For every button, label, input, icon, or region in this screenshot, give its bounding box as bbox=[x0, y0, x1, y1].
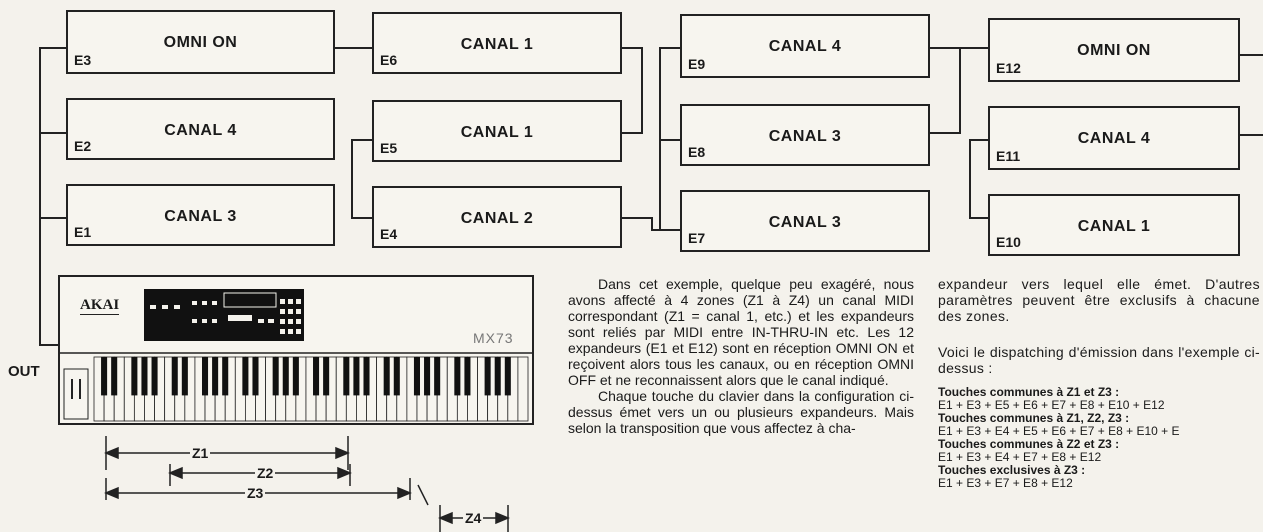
black-key bbox=[282, 357, 289, 396]
black-key bbox=[111, 357, 118, 396]
black-key bbox=[424, 357, 431, 396]
black-key bbox=[353, 357, 360, 396]
black-key bbox=[343, 357, 350, 396]
black-key bbox=[242, 357, 249, 396]
black-key bbox=[201, 357, 209, 396]
expander-e2: CANAL 4 E2 bbox=[66, 98, 335, 160]
black-key bbox=[383, 357, 390, 396]
black-key bbox=[464, 357, 471, 396]
expander-mode: OMNI ON bbox=[1077, 42, 1151, 59]
expander-e5: CANAL 1 E5 bbox=[372, 100, 622, 162]
black-key bbox=[212, 357, 219, 396]
dispatch-heading: Touches communes à Z1 et Z3 : bbox=[938, 385, 1120, 399]
keyboard-illustration: AKAI MX73 bbox=[58, 275, 534, 425]
expander-mode: CANAL 3 bbox=[164, 208, 237, 225]
dispatch-line: E1 + E3 + E7 + E8 + E12 bbox=[938, 476, 1073, 490]
expander-id: E1 bbox=[74, 224, 92, 240]
black-key bbox=[131, 357, 138, 396]
black-key bbox=[454, 357, 461, 396]
expander-id: E9 bbox=[688, 56, 706, 72]
dispatch-line: E1 + E3 + E5 + E6 + E7 + E8 + E10 + E12 bbox=[938, 399, 1165, 412]
black-key bbox=[363, 357, 370, 396]
black-key bbox=[323, 357, 330, 396]
black-key bbox=[141, 357, 148, 396]
black-key bbox=[313, 357, 320, 396]
expander-e10: CANAL 1 E10 bbox=[988, 194, 1240, 256]
black-key bbox=[413, 357, 421, 396]
expander-id: E3 bbox=[74, 52, 92, 68]
expander-id: E12 bbox=[996, 60, 1021, 76]
expander-id: E7 bbox=[688, 230, 706, 246]
black-key bbox=[393, 357, 400, 396]
black-key bbox=[151, 357, 158, 396]
black-key bbox=[272, 357, 279, 396]
black-key bbox=[292, 357, 299, 396]
paragraph: expandeur vers lequel elle émet. D'autre… bbox=[938, 276, 1260, 324]
expander-mode: CANAL 3 bbox=[768, 128, 842, 145]
black-key bbox=[484, 357, 491, 396]
dispatch-heading: Touches communes à Z1, Z2, Z3 : bbox=[938, 411, 1130, 425]
black-key bbox=[171, 357, 178, 396]
dispatch-heading: Touches exclusives à Z3 : bbox=[938, 463, 1086, 477]
black-key bbox=[252, 357, 259, 396]
expander-id: E4 bbox=[380, 226, 398, 242]
zone-z3-label: Z3 bbox=[245, 485, 266, 501]
expander-mode: CANAL 1 bbox=[460, 36, 534, 53]
expander-e6: CANAL 1 E6 bbox=[372, 12, 622, 74]
zone-z1-label: Z1 bbox=[190, 445, 211, 461]
black-key bbox=[434, 357, 441, 396]
dispatch-heading: Touches communes à Z2 et Z3 : bbox=[938, 437, 1120, 451]
expander-id: E11 bbox=[996, 148, 1021, 164]
keyboard-drawing bbox=[58, 275, 534, 425]
expander-id: E8 bbox=[688, 144, 706, 160]
black-key bbox=[181, 357, 188, 396]
expander-e11: CANAL 4 E11 bbox=[988, 106, 1240, 170]
model-name: MX73 bbox=[473, 330, 514, 346]
white-key bbox=[517, 356, 529, 422]
expander-mode: OMNI ON bbox=[163, 34, 238, 51]
expander-e9: CANAL 4 E9 bbox=[680, 14, 930, 78]
expander-e1: CANAL 3 E1 bbox=[66, 184, 335, 246]
expander-e8: CANAL 3 E8 bbox=[680, 104, 930, 166]
paragraph: Voici le dispatching d'émission dans l'e… bbox=[938, 344, 1260, 376]
zone-z4-label: Z4 bbox=[463, 510, 484, 526]
expander-mode: CANAL 4 bbox=[164, 122, 237, 139]
expander-mode: CANAL 1 bbox=[460, 124, 534, 141]
black-key bbox=[504, 357, 511, 396]
expander-e12: OMNI ON E12 bbox=[988, 18, 1240, 82]
explanation-column: Dans cet exemple, quelque peu exagéré, n… bbox=[568, 276, 914, 436]
brand-logo: AKAI bbox=[80, 297, 120, 315]
expander-id: E5 bbox=[380, 140, 398, 156]
expander-e3: OMNI ON E3 bbox=[66, 10, 335, 74]
dispatching-column: expandeur vers lequel elle émet. D'autre… bbox=[938, 276, 1260, 490]
zone-z2-label: Z2 bbox=[255, 465, 276, 481]
black-key bbox=[101, 357, 108, 396]
expander-e4: CANAL 2 E4 bbox=[372, 186, 622, 248]
expander-id: E10 bbox=[996, 234, 1021, 250]
expander-e7: CANAL 3 E7 bbox=[680, 190, 930, 252]
expander-id: E2 bbox=[74, 138, 92, 154]
out-label: OUT bbox=[8, 363, 40, 380]
dispatch-line: E1 + E3 + E4 + E5 + E6 + E7 + E8 + E10 +… bbox=[938, 425, 1180, 438]
dispatch-line: E1 + E3 + E4 + E7 + E8 + E12 bbox=[938, 450, 1102, 464]
paragraph: Chaque touche du clavier dans la configu… bbox=[568, 388, 914, 436]
black-key bbox=[494, 357, 501, 396]
expander-mode: CANAL 1 bbox=[1077, 218, 1151, 235]
expander-mode: CANAL 2 bbox=[460, 210, 534, 227]
paragraph: Dans cet exemple, quelque peu exagéré, n… bbox=[568, 276, 914, 388]
expander-mode: CANAL 4 bbox=[1077, 130, 1151, 147]
black-key bbox=[222, 357, 229, 396]
expander-mode: CANAL 3 bbox=[768, 214, 842, 231]
expander-id: E6 bbox=[380, 52, 398, 68]
expander-mode: CANAL 4 bbox=[768, 38, 842, 55]
